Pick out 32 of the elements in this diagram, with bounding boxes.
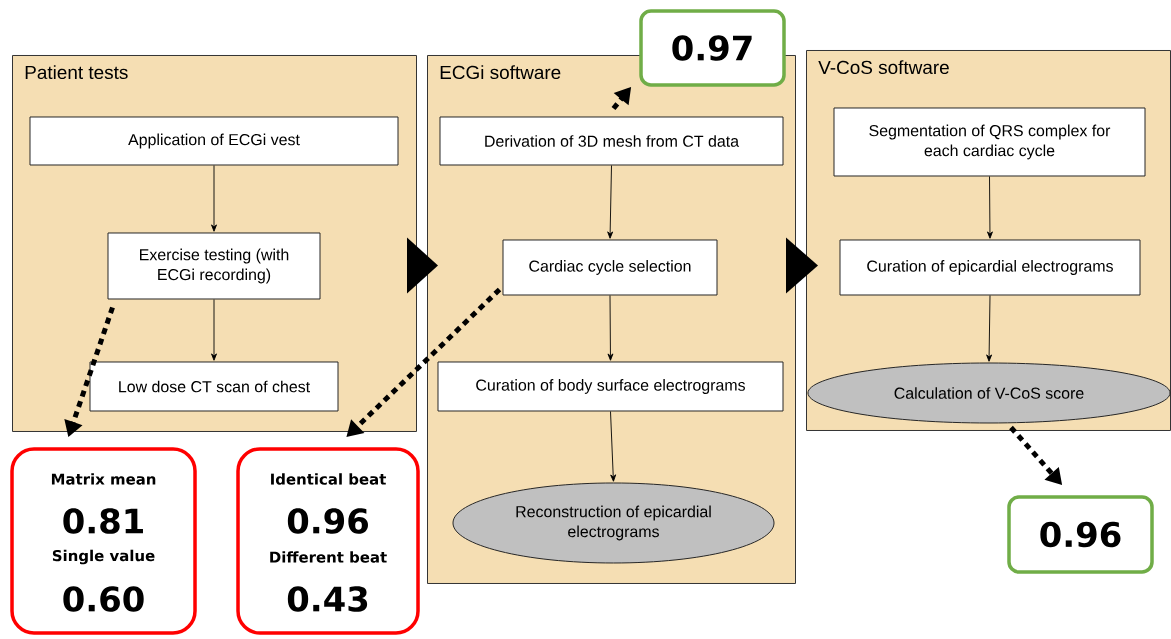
panel-title: V-CoS software: [818, 60, 949, 75]
process-box: Curation of epicardial electrograms: [839, 239, 1141, 296]
score-label: Matrix mean: [51, 473, 156, 485]
score-value: 0.96: [287, 508, 368, 534]
score-value: 0.60: [63, 586, 144, 612]
panel-title: ECGi software: [440, 65, 561, 80]
process-box: Cardiac cycle selection: [502, 239, 718, 296]
arrow: [607, 295, 614, 361]
score-label: Single value: [52, 549, 155, 565]
arrow: [211, 299, 217, 361]
chevron-arrow: [786, 237, 818, 294]
process-box: Derivation of 3D mesh from CT data: [439, 116, 784, 166]
arrow: [211, 165, 217, 232]
arrow: [610, 411, 617, 482]
arrow: [987, 176, 993, 239]
score-label: Identical beat: [271, 473, 386, 485]
arrow: [607, 165, 614, 239]
result-card: [10, 447, 197, 635]
score-value: 0.81: [63, 508, 143, 534]
process-box: Segmentation of QRS complex for each cardiac cycle: [833, 107, 1146, 177]
score-box: 0.97: [639, 9, 786, 87]
panel-title: Patient tests: [25, 65, 128, 80]
score-label: Different beat: [270, 551, 387, 563]
chevron-arrow: [407, 237, 438, 294]
process-box: Application of ECGi vest: [29, 116, 399, 166]
score-value: 0.43: [287, 586, 368, 612]
process-box: Exercise testing (with ECGi recording): [107, 232, 321, 300]
process-box: Curation of body surface electrograms: [437, 361, 784, 412]
arrow: [986, 295, 993, 362]
score-box: 0.96: [1007, 495, 1154, 574]
result-card: [236, 447, 420, 635]
process-box: Low dose CT scan of chest: [89, 361, 339, 412]
